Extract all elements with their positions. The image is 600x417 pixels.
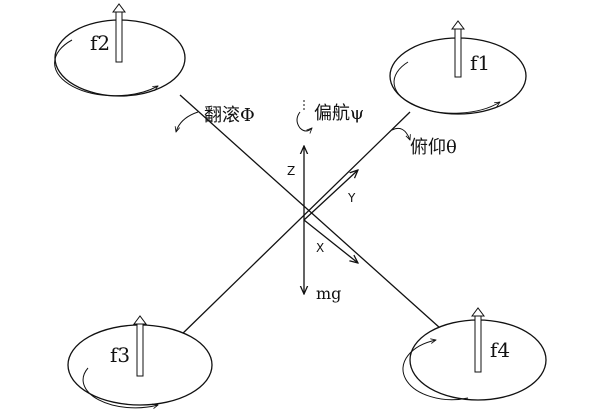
spin-arrow-icon bbox=[54, 39, 158, 97]
pitch-indicator: 俯仰θ bbox=[391, 127, 457, 158]
up-arrow-icon bbox=[133, 315, 147, 377]
rotor-f3: f3 bbox=[67, 315, 213, 408]
roll-indicator: 翻滚Φ bbox=[176, 105, 255, 132]
up-arrow-icon bbox=[471, 307, 485, 373]
yaw-indicator: 偏航ψ bbox=[296, 100, 364, 131]
rotor-label-f4: f4 bbox=[490, 338, 510, 362]
z-axis-label: Z bbox=[287, 164, 295, 178]
x-axis-label: X bbox=[316, 241, 324, 255]
arm-f1-f3 bbox=[177, 111, 411, 339]
rotor-f1: f1 bbox=[389, 20, 527, 115]
yaw-label: 偏航ψ bbox=[314, 103, 364, 124]
rotor-f2: f2 bbox=[54, 3, 186, 97]
y-axis-label: Y bbox=[347, 191, 356, 205]
rotor-label-f2: f2 bbox=[90, 31, 110, 55]
spin-arrow-icon bbox=[393, 61, 500, 114]
roll-label: 翻滚Φ bbox=[204, 105, 255, 126]
y-axis bbox=[303, 170, 358, 221]
curved-arrow-icon bbox=[391, 127, 410, 140]
spin-arrow-icon bbox=[402, 340, 469, 401]
up-arrow-icon bbox=[451, 20, 465, 78]
rotor-label-f3: f3 bbox=[110, 343, 130, 367]
rotor-label-f1: f1 bbox=[470, 51, 490, 75]
pitch-label: 俯仰θ bbox=[410, 137, 457, 158]
curved-arrow-icon bbox=[176, 111, 199, 132]
arm-f2-f4 bbox=[179, 94, 441, 329]
up-arrow-icon bbox=[112, 3, 126, 63]
curved-arrow-icon bbox=[296, 111, 312, 131]
gravity-label: mg bbox=[316, 284, 341, 303]
body-axes: Z Y X mg bbox=[287, 146, 358, 303]
rotor-f4: f4 bbox=[402, 307, 547, 401]
x-axis bbox=[303, 219, 358, 263]
spin-arrow-icon bbox=[82, 367, 158, 408]
